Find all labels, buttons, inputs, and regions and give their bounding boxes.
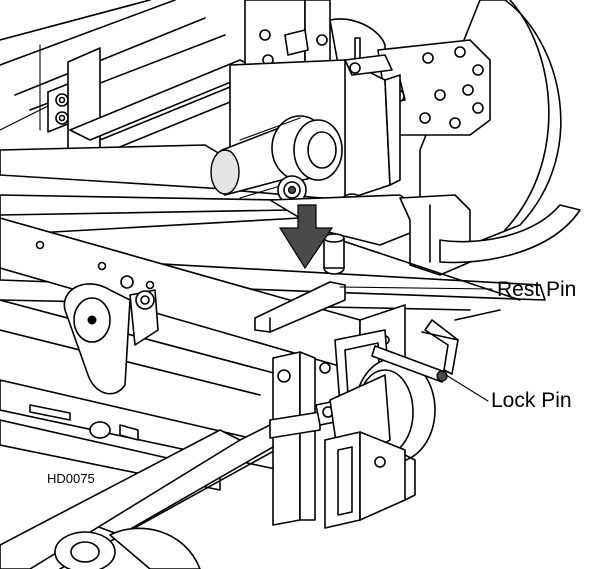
left-upper-bracket bbox=[47, 47, 101, 163]
hydraulic-motor bbox=[210, 115, 343, 199]
saddle-bracket bbox=[324, 431, 416, 529]
rest-pin-label: Rest Pin bbox=[497, 278, 577, 301]
support-wheel bbox=[329, 357, 436, 471]
lock-pin-label: Lock Pin bbox=[491, 389, 572, 412]
vertical-post bbox=[269, 351, 321, 526]
lock-pin-leader bbox=[445, 374, 489, 402]
lower-wheel bbox=[54, 527, 201, 569]
figure-id-label: HD0075 bbox=[47, 471, 95, 486]
down-arrow-icon bbox=[278, 204, 334, 270]
right-clamp-bracket bbox=[399, 194, 581, 276]
rest-pin-leader bbox=[339, 286, 493, 290]
callout-leaders bbox=[339, 286, 493, 402]
pivot-bracket bbox=[63, 275, 159, 395]
diagonal-arm bbox=[0, 144, 301, 236]
rest-pin-assembly bbox=[254, 233, 346, 333]
